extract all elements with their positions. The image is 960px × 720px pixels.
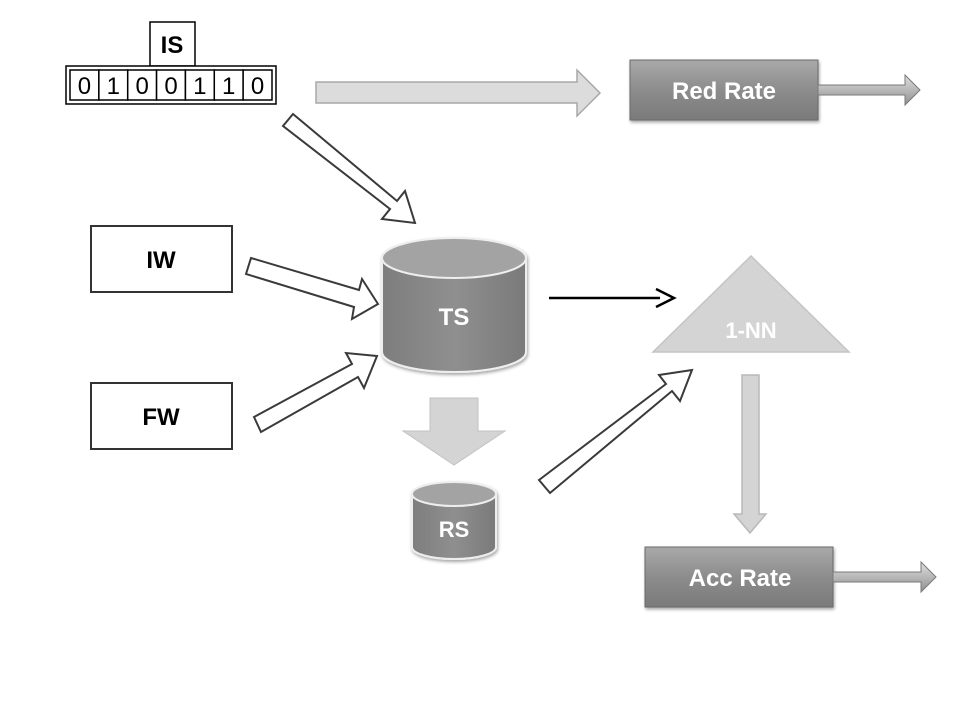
arrow-ts-to-nn (549, 287, 677, 309)
acc-rate-node (644, 546, 834, 608)
ts-cylinder (381, 237, 527, 373)
red-rate-label: Red Rate (672, 78, 776, 105)
bit-value: 1 (107, 73, 120, 100)
iw-box: IW (90, 225, 233, 293)
bit-cell: 0 (126, 69, 158, 101)
arrow-rs-to-nn (537, 368, 694, 495)
bit-cell: 0 (69, 69, 100, 101)
arrow-iw-to-ts (244, 256, 380, 321)
bit-value: 0 (135, 73, 148, 100)
is-label-box: IS (149, 21, 196, 67)
arrow-nn-to-acc-rate (732, 374, 768, 535)
fw-label: FW (142, 404, 180, 431)
rs-cylinder (411, 481, 497, 560)
bit-cell: 1 (213, 69, 244, 101)
nn-label: 1-NN (725, 318, 776, 343)
arrow-is-to-ts (281, 112, 417, 225)
is-label: IS (161, 32, 184, 59)
nn-triangle (651, 254, 851, 353)
bit-value: 1 (193, 73, 206, 100)
bit-cell: 1 (98, 69, 129, 101)
iw-label: IW (146, 247, 176, 274)
bit-value: 0 (78, 73, 91, 100)
acc-rate-output-arrow (832, 560, 937, 594)
acc-rate-label: Acc Rate (689, 565, 792, 592)
arrow-ts-to-rs (401, 397, 507, 466)
bit-value: 1 (222, 73, 235, 100)
bit-value: 0 (251, 73, 264, 100)
ts-label: TS (439, 304, 470, 331)
bit-cell: 0 (155, 69, 187, 101)
bit-cell: 1 (184, 69, 216, 101)
bit-cell: 0 (242, 69, 273, 101)
rs-label: RS (439, 517, 470, 542)
red-rate-output-arrow (817, 73, 921, 107)
bit-value: 0 (164, 73, 177, 100)
arrow-fw-to-ts (252, 351, 379, 434)
arrow-is-to-red-rate (315, 68, 602, 118)
fw-box: FW (90, 382, 233, 450)
